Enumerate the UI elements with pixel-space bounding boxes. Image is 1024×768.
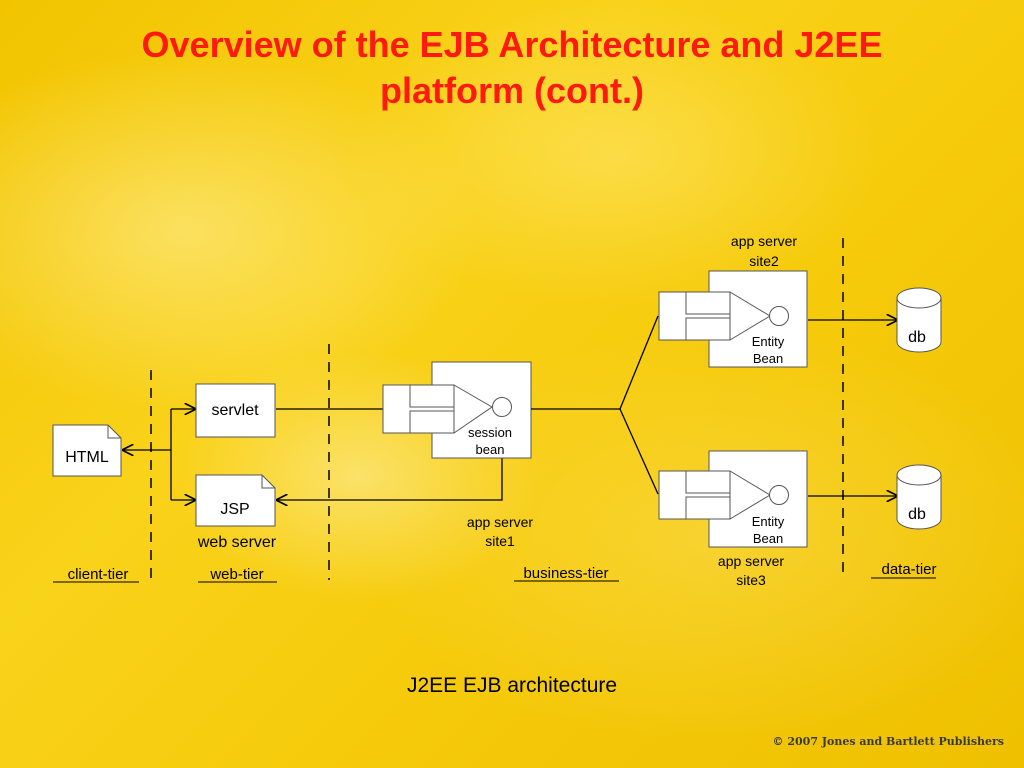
- jsp-label: JSP: [220, 501, 249, 518]
- app-server-site3-label-1: app server: [718, 553, 784, 569]
- fork-to-entity-bottom: [619, 408, 659, 495]
- session-bean-label-1: session: [468, 425, 512, 440]
- session-bean-component: session bean: [382, 361, 532, 459]
- entity-bean-bottom-component: Entity Bean: [658, 450, 808, 548]
- html-label: HTML: [65, 449, 109, 466]
- servlet-label: servlet: [211, 402, 259, 419]
- db-bottom-cylinder: db: [896, 464, 942, 530]
- title-line-1: Overview of the EJB Architecture and J2E…: [141, 24, 883, 65]
- slide-title: Overview of the EJB Architecture and J2E…: [60, 22, 964, 114]
- data-tier-label: data-tier: [881, 561, 936, 578]
- copyright-notice: © 2007 Jones and Bartlett Publishers: [772, 735, 1004, 748]
- html-document: HTML: [52, 424, 122, 477]
- entity-bean-bottom-label-2: Bean: [753, 531, 783, 546]
- entity-bean-top-label-1: Entity: [752, 334, 785, 349]
- entity-bean-bottom-label-1: Entity: [752, 514, 785, 529]
- session-bean-label-2: bean: [476, 442, 505, 457]
- web-tier-label: web-tier: [209, 566, 263, 583]
- title-line-2: platform (cont.): [380, 70, 644, 111]
- app-server-site2-label-2: site2: [749, 253, 779, 269]
- figure-caption: J2EE EJB architecture: [406, 674, 618, 697]
- db-bottom-label: db: [908, 506, 926, 523]
- app-server-site2-label-1: app server: [731, 233, 797, 249]
- fork-to-entity-top: [619, 315, 659, 410]
- servlet-box: servlet: [195, 383, 276, 438]
- web-server-label: web server: [197, 534, 277, 551]
- jsp-document: JSP: [195, 474, 276, 527]
- app-server-site3-label-2: site3: [736, 572, 766, 588]
- db-top-cylinder: db: [896, 287, 942, 353]
- app-server-site1-label-2: site1: [485, 533, 515, 549]
- app-server-site1-label-1: app server: [467, 514, 533, 530]
- entity-bean-top-label-2: Bean: [753, 351, 783, 366]
- business-tier-label: business-tier: [523, 565, 608, 582]
- db-top-label: db: [908, 329, 926, 346]
- entity-bean-top-component: Entity Bean: [658, 270, 808, 368]
- client-tier-label: client-tier: [68, 566, 129, 583]
